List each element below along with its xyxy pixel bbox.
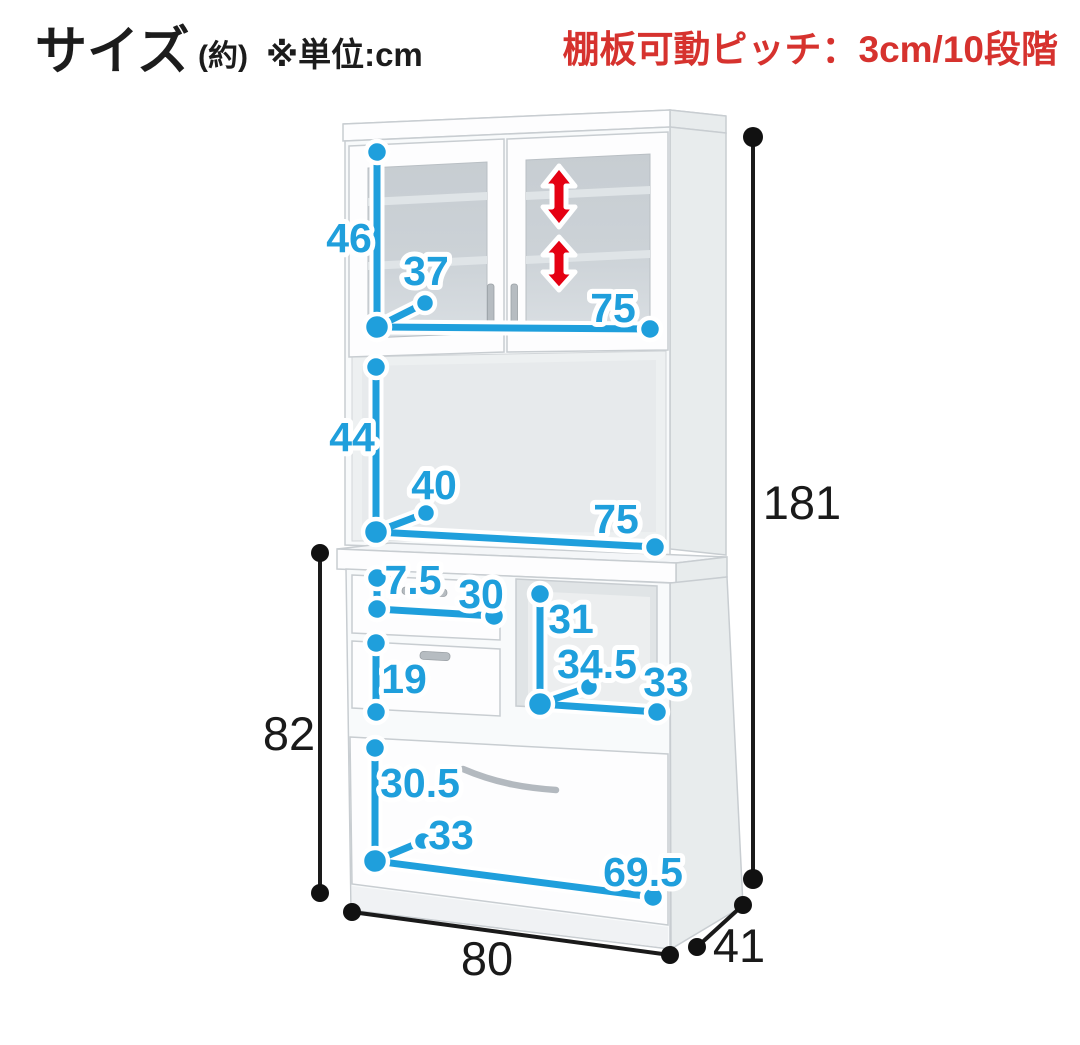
- dim-open-shelf-depth: 40: [411, 462, 457, 508]
- dim-middle-drawer-height: 19: [381, 656, 427, 702]
- top-board: [342, 109, 727, 142]
- small-drawer-handle: [401, 586, 448, 597]
- left-glass-door: [348, 138, 505, 358]
- dim-bottom-drawer-height: 30.5: [380, 760, 460, 806]
- shelf-adjust-arrow-icon: [540, 234, 578, 293]
- dim-niche-width: 33: [643, 659, 689, 705]
- counter-board: [336, 542, 728, 584]
- upper-cabinet: [344, 126, 727, 558]
- dim-overall-width: 80: [461, 932, 513, 985]
- black-dimension-lines: 82 181 80 41: [263, 127, 841, 985]
- dim-upper-shelf-depth: 37: [403, 248, 449, 294]
- dim-lower-unit-height: 82: [263, 707, 315, 760]
- dim-open-shelf-width: 75: [593, 496, 639, 542]
- bottom-drawer-handle: [459, 765, 560, 794]
- shelf-adjust-arrow-icon: [540, 163, 578, 230]
- blue-dimension-lines: 46 37 75 44 40 75 7.5 30 31 34.5 33 19 3…: [321, 138, 694, 911]
- shelf-pitch-note: 棚板可動ピッチ：3cm/10段階: [563, 29, 1059, 70]
- dim-niche-depth: 34.5: [557, 641, 637, 687]
- right-door-handle: [510, 283, 518, 327]
- left-door-handle: [487, 283, 495, 327]
- middle-drawer: [351, 640, 501, 717]
- dim-bottom-drawer-width: 69.5: [603, 849, 683, 895]
- slide-niche: [515, 578, 658, 714]
- middle-drawer-handle: [419, 650, 451, 662]
- page-title: サイズ: [35, 23, 189, 81]
- dim-niche-height: 31: [548, 596, 594, 642]
- header: サイズ (約) ※単位:cm 棚板可動ピッチ：3cm/10段階: [35, 23, 1058, 81]
- dim-open-shelf-height: 44: [329, 414, 375, 460]
- dim-overall-depth: 41: [713, 919, 765, 972]
- lower-cabinet: [345, 568, 744, 951]
- dimension-endpoint-dots: [359, 138, 671, 911]
- bottom-drawer: [349, 736, 669, 926]
- dim-bottom-drawer-depth: 33: [428, 812, 474, 858]
- dim-top-drawer-height: 7.5: [385, 557, 442, 603]
- unit-note: ※単位:cm: [266, 36, 423, 73]
- dim-upper-inner-width: 75: [590, 285, 636, 331]
- page-title-approx: (約): [198, 40, 248, 73]
- dim-top-drawer-width: 30: [458, 571, 504, 617]
- dim-upper-door-height: 46: [326, 215, 372, 261]
- dim-overall-height: 181: [763, 476, 841, 529]
- cabinet-illustration: [336, 109, 744, 951]
